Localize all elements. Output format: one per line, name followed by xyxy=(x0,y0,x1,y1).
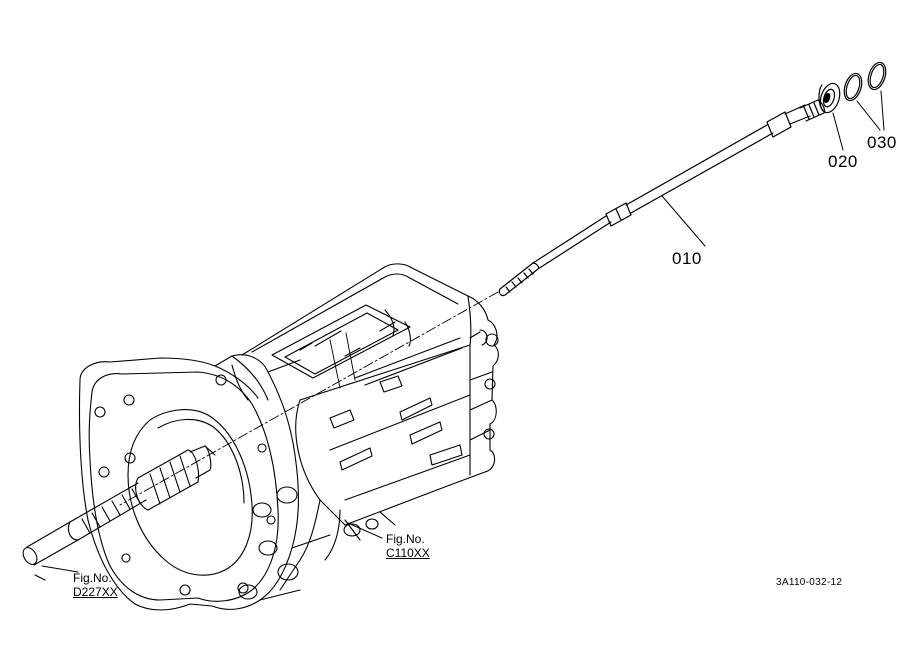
transmission-housing-drawing xyxy=(242,264,498,590)
fig-reference-input-shaft-link[interactable]: D227XX xyxy=(73,585,118,599)
part-number-030: 030 xyxy=(867,133,897,152)
fig-reference-input-shaft[interactable]: Fig.No. D227XX xyxy=(73,571,118,599)
drawing-code: 3A110-032-12 xyxy=(776,577,843,588)
center-axis-line xyxy=(120,292,498,505)
bell-housing-drawing xyxy=(79,355,330,610)
fig-reference-housing-caption: Fig.No. xyxy=(386,532,425,546)
fig-c110-leader xyxy=(348,523,382,538)
fig-reference-input-shaft-caption: Fig.No. xyxy=(73,571,112,585)
circlip-030-drawing xyxy=(841,60,889,130)
part-number-010: 010 xyxy=(672,249,702,268)
collar-020-drawing xyxy=(817,81,843,150)
fig-reference-housing[interactable]: Fig.No. C110XX xyxy=(386,532,430,560)
fig-reference-housing-link[interactable]: C110XX xyxy=(386,546,430,560)
fig-d227-leader xyxy=(42,566,78,572)
shaft-010-drawing xyxy=(499,100,824,296)
input-shaft-drawing xyxy=(20,446,215,580)
part-number-020: 020 xyxy=(828,152,858,171)
